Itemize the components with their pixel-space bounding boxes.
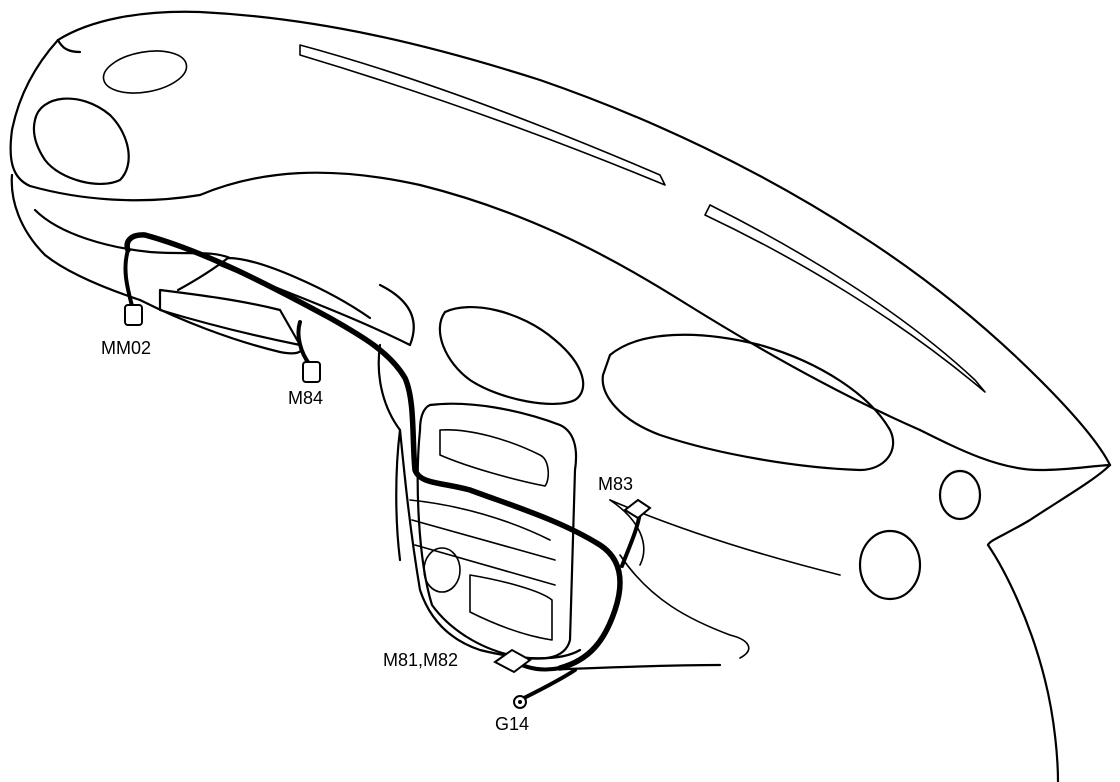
connector-mm02 <box>124 304 143 326</box>
label-g14: G14 <box>495 714 530 734</box>
connector-m81-m82 <box>493 648 532 674</box>
ground-g14-center <box>518 700 522 704</box>
label-m84: M84 <box>288 388 324 408</box>
wiring-harness <box>123 232 642 700</box>
label-mm02: MM02 <box>101 338 152 358</box>
label-m83: M83 <box>598 474 634 494</box>
label-m81-m82: M81,M82 <box>383 650 459 670</box>
connector-markers <box>124 304 652 709</box>
connector-m84 <box>302 361 321 383</box>
connector-m83 <box>623 498 652 520</box>
